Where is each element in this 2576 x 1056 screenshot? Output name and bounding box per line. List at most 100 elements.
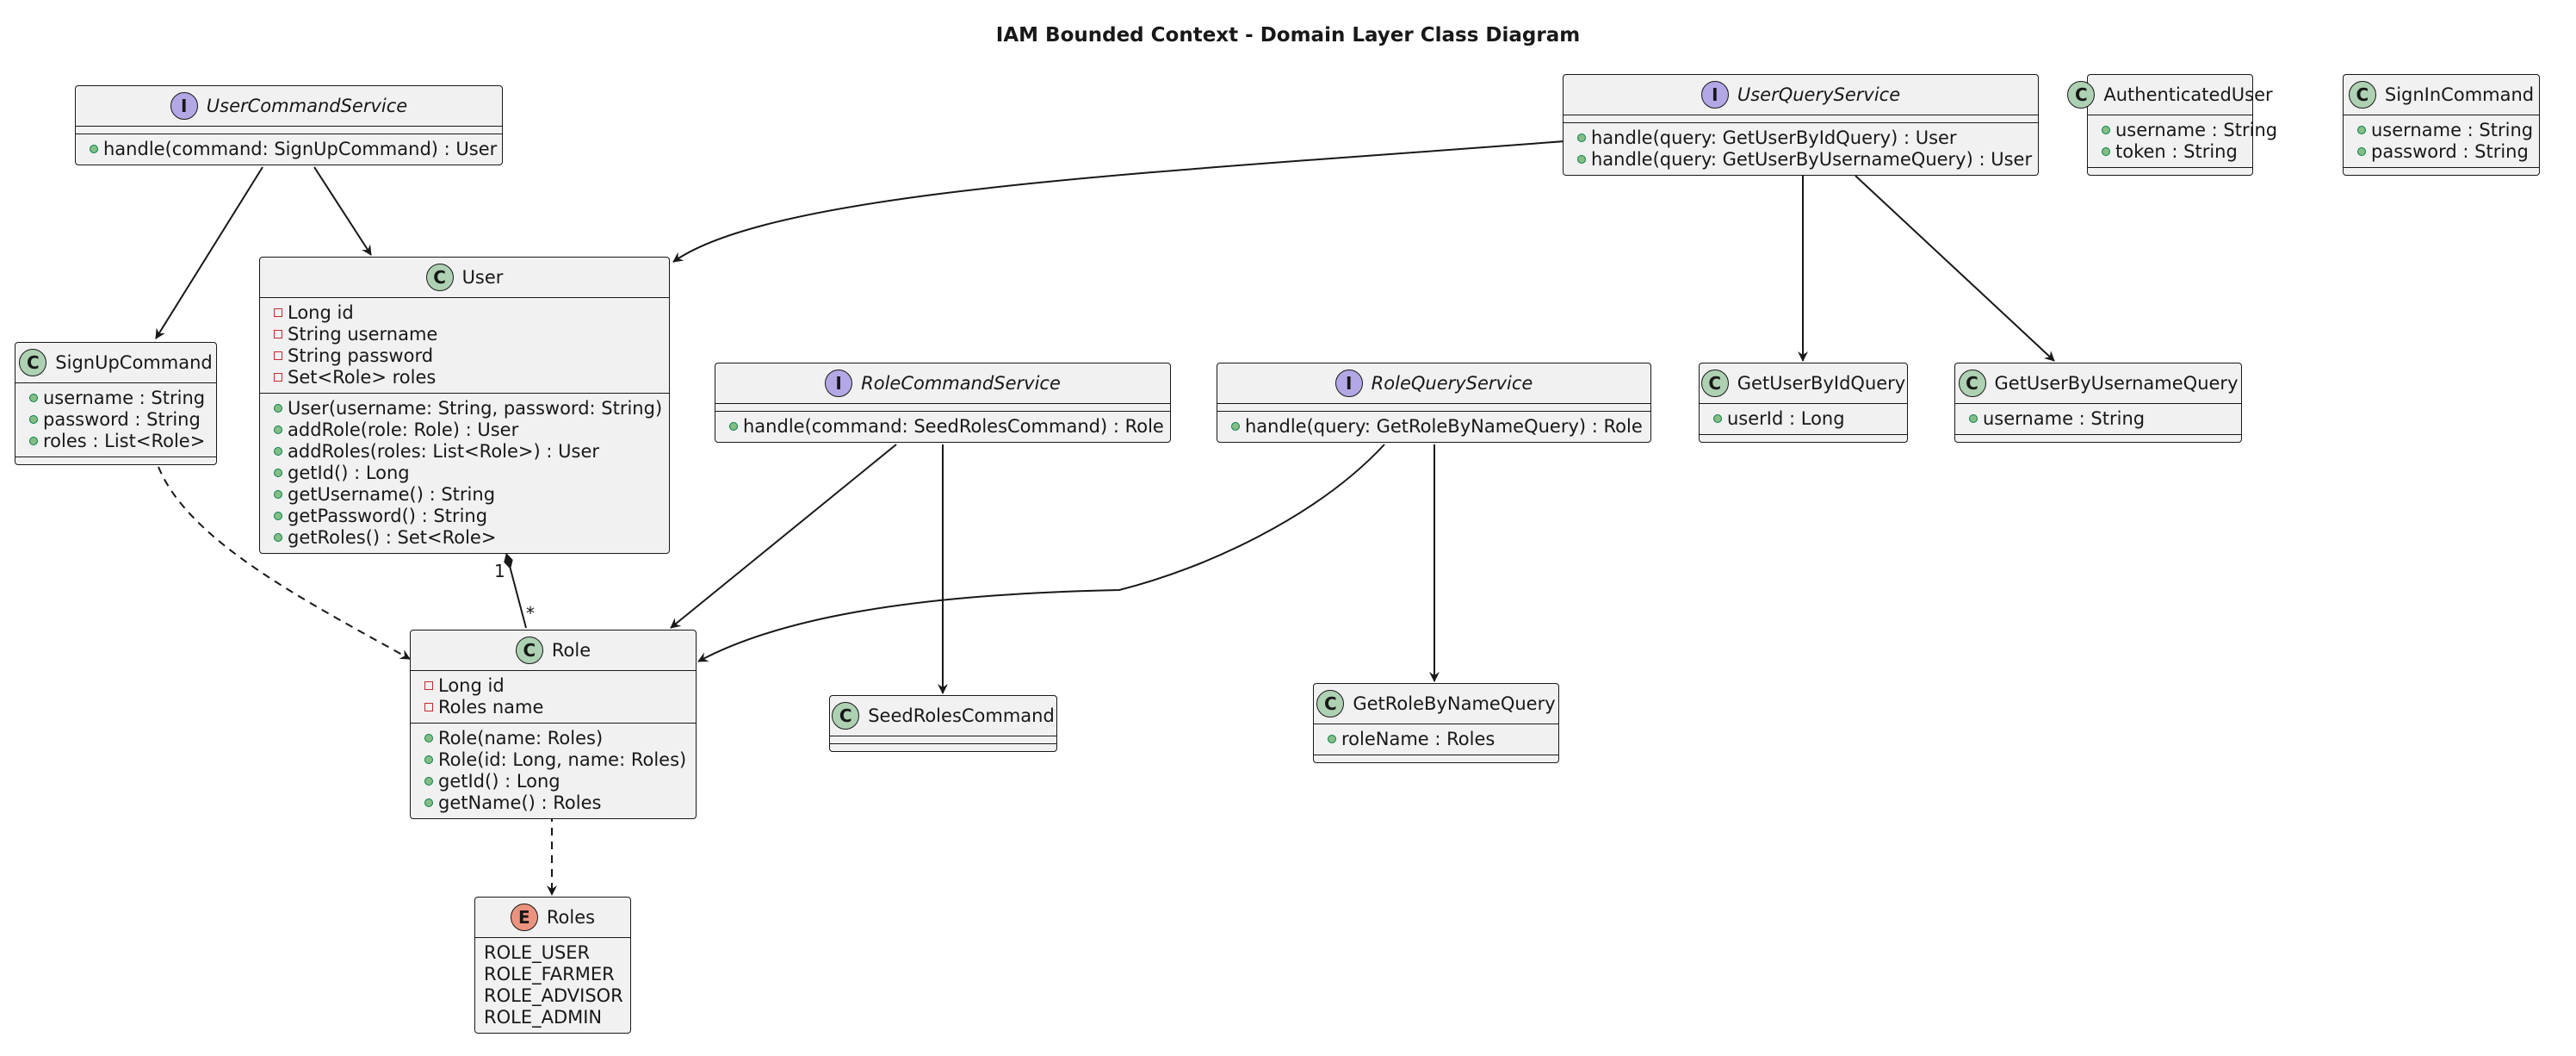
field-text: token : String bbox=[2115, 140, 2238, 162]
method-text: getRoles() : Set<Role> bbox=[288, 526, 497, 548]
enum-icon: E bbox=[510, 904, 538, 931]
field: String username bbox=[269, 323, 662, 345]
class-icon: C bbox=[2348, 81, 2376, 109]
methods-section: handle(command: SignUpCommand) : User bbox=[76, 134, 502, 165]
get-role-by-name-query-class[interactable]: C GetRoleByNameQuery roleName : Roles bbox=[1313, 683, 1559, 763]
diagram-title: IAM Bounded Context - Domain Layer Class… bbox=[995, 24, 1581, 47]
class-name: GetUserByIdQuery bbox=[1737, 373, 1906, 394]
class-name: Role bbox=[551, 640, 591, 661]
private-visibility-icon bbox=[269, 329, 288, 339]
class-name: RoleQueryService bbox=[1371, 373, 1533, 394]
field: token : String bbox=[2096, 140, 2245, 162]
method: getUsername() : String bbox=[269, 483, 662, 505]
methods-section bbox=[1955, 434, 2241, 442]
enum-value-text: ROLE_ADVISOR bbox=[484, 985, 623, 1006]
public-visibility-icon bbox=[2096, 125, 2115, 134]
public-visibility-icon bbox=[269, 511, 288, 520]
class-name: GetUserByUsernameQuery bbox=[1994, 373, 2239, 394]
relation-composition-user-to-role bbox=[504, 552, 527, 629]
fields-section: roleName : Roles bbox=[1314, 724, 1558, 755]
field-text: Set<Role> roles bbox=[288, 366, 437, 388]
methods-section bbox=[2344, 167, 2539, 175]
method: Role(id: Long, name: Roles) bbox=[419, 749, 689, 770]
public-visibility-icon bbox=[269, 446, 288, 456]
field: username : String bbox=[2096, 119, 2277, 140]
method: getName() : Roles bbox=[419, 792, 689, 813]
class-name: User bbox=[461, 267, 504, 288]
method: getPassword() : String bbox=[269, 505, 662, 526]
public-visibility-icon bbox=[1572, 133, 1591, 142]
method: getId() : Long bbox=[269, 462, 662, 483]
enum-value: ROLE_USER bbox=[484, 941, 623, 963]
get-user-by-username-query-class[interactable]: C GetUserByUsernameQuery username : String bbox=[1954, 363, 2242, 443]
enum-value: ROLE_ADMIN bbox=[484, 1006, 623, 1028]
field-text: roles : List<Role> bbox=[43, 430, 206, 451]
public-visibility-icon bbox=[2352, 146, 2371, 156]
method: handle(query: GetUserByUsernameQuery) : … bbox=[1572, 148, 2032, 170]
private-visibility-icon bbox=[269, 307, 288, 317]
interface-icon: I bbox=[825, 370, 853, 397]
public-visibility-icon bbox=[24, 393, 43, 402]
private-visibility-icon bbox=[269, 372, 288, 382]
method-text: handle(query: GetRoleByNameQuery) : Role bbox=[1245, 415, 1643, 437]
field: username : String bbox=[2352, 119, 2533, 140]
field: userId : Long bbox=[1708, 407, 1900, 429]
field-text: String username bbox=[288, 323, 438, 345]
field: Roles name bbox=[419, 696, 689, 717]
composition-target-multiplicity: * bbox=[526, 603, 535, 624]
public-visibility-icon bbox=[2352, 125, 2371, 134]
method-text: Role(name: Roles) bbox=[438, 727, 604, 749]
methods-section bbox=[1314, 755, 1558, 762]
field: username : String bbox=[24, 387, 209, 408]
class-header: E Roles bbox=[475, 898, 630, 937]
public-visibility-icon bbox=[269, 532, 288, 542]
field-text: userId : Long bbox=[1727, 407, 1845, 429]
method-text: addRole(role: Role) : User bbox=[288, 419, 519, 440]
enum-value-text: ROLE_FARMER bbox=[484, 963, 615, 985]
class-name: Roles bbox=[546, 907, 596, 928]
method-text: getPassword() : String bbox=[288, 505, 488, 526]
relation-association-user-query-service-to-user bbox=[672, 140, 1565, 263]
field-text: Roles name bbox=[438, 696, 544, 717]
public-visibility-icon bbox=[1226, 421, 1245, 431]
relation-association-role-query-service-to-role bbox=[697, 444, 1385, 662]
public-visibility-icon bbox=[269, 468, 288, 477]
class-name: GetRoleByNameQuery bbox=[1353, 693, 1556, 714]
enum-value: ROLE_ADVISOR bbox=[484, 985, 623, 1006]
public-visibility-icon bbox=[84, 144, 103, 153]
class-icon: C bbox=[19, 349, 47, 376]
field: username : String bbox=[1964, 407, 2234, 429]
field-text: Long id bbox=[438, 674, 505, 696]
class-icon: C bbox=[425, 264, 454, 291]
enum-value-text: ROLE_ADMIN bbox=[484, 1006, 603, 1028]
class-icon: C bbox=[1958, 370, 1986, 397]
method: addRole(role: Role) : User bbox=[269, 419, 662, 440]
relation-association-user-command-service-to-sign-up-command bbox=[155, 166, 263, 339]
method: getId() : Long bbox=[419, 770, 689, 792]
class-icon: C bbox=[1316, 690, 1345, 717]
field: password : String bbox=[24, 408, 209, 430]
field-text: username : String bbox=[2115, 119, 2278, 140]
class-icon: C bbox=[832, 702, 860, 730]
